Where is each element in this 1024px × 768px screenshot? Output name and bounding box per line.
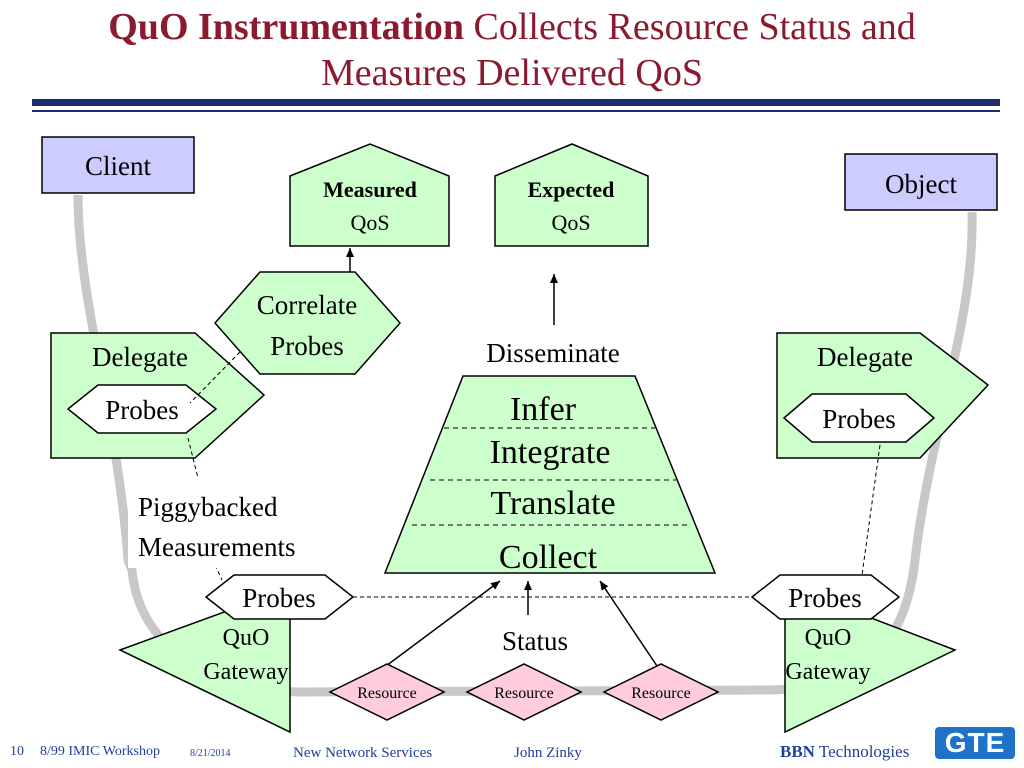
- delegate-right: Delegate Probes: [776, 332, 990, 459]
- footer-company: BBN Technologies: [780, 742, 909, 762]
- probes-right-label: Probes: [788, 583, 862, 613]
- measured-qos-bold: Measured: [323, 177, 417, 202]
- client-label: Client: [85, 151, 151, 181]
- gateway-left: QuO Gateway: [118, 586, 291, 734]
- title-rule-thick: [32, 99, 1000, 106]
- probes-right-node: Probes: [750, 574, 901, 620]
- delegate-right-label: Delegate: [817, 342, 913, 372]
- title-rest-line1: Collects Resource Status and: [464, 6, 916, 48]
- resource-2-label: Resource: [494, 685, 554, 702]
- status-label: Status: [502, 626, 568, 656]
- correlate-probes-node: Correlate Probes: [213, 271, 402, 375]
- piggyback-line1: Piggybacked: [138, 492, 278, 522]
- expected-qos-bold: Expected: [528, 177, 615, 202]
- disseminate-label: Disseminate: [486, 338, 619, 368]
- probes-left-node: Probes: [204, 574, 355, 620]
- expected-qos-node: Expected QoS: [494, 143, 649, 247]
- measured-qos-normal: QoS: [350, 210, 389, 235]
- resource-1: Resource: [328, 663, 446, 721]
- title-rule-thin: [32, 110, 1000, 112]
- object-label: Object: [885, 169, 957, 199]
- piggyback-line2: Measurements: [138, 532, 295, 562]
- resource-2: Resource: [465, 663, 583, 721]
- gateway-left-line1: QuO: [223, 625, 270, 651]
- resource-3-label: Resource: [631, 685, 691, 702]
- delegate-left: Delegate Probes: [50, 332, 266, 459]
- resource1-arrow: [385, 580, 501, 667]
- gateway-right-line1: QuO: [805, 625, 852, 651]
- gateway-left-line2: Gateway: [203, 659, 288, 685]
- footer-date: 8/21/2014: [190, 748, 231, 759]
- probe-link-correlate: [189, 351, 241, 404]
- layer-translate: Translate: [490, 485, 615, 522]
- delegate-left-probes: Probes: [105, 395, 179, 425]
- footer-page: 10: [10, 744, 24, 759]
- layer-collect: Collect: [499, 539, 598, 576]
- footer-company-rest: Technologies: [814, 742, 910, 761]
- delegate-right-probes: Probes: [822, 404, 896, 434]
- correlate-line2: Probes: [270, 331, 344, 361]
- object-box: Object: [844, 153, 998, 211]
- slide-title: QuO Instrumentation Collects Resource St…: [0, 4, 1024, 96]
- expected-qos-normal: QoS: [551, 210, 590, 235]
- probe-link-delegate-right: [861, 444, 881, 576]
- resource3-arrow: [599, 580, 658, 667]
- title-bold: QuO Instrumentation: [108, 6, 465, 48]
- footer-center: New Network Services: [293, 745, 433, 761]
- probes-left-label: Probes: [242, 583, 316, 613]
- delegate-left-label: Delegate: [92, 342, 188, 372]
- resource-3: Resource: [602, 663, 720, 721]
- gateway-right-line2: Gateway: [785, 659, 870, 685]
- layer-integrate: Integrate: [490, 434, 611, 471]
- delegate-right-probes-shape: [782, 393, 936, 443]
- client-box: Client: [41, 136, 195, 194]
- footer-author: John Zinky: [514, 745, 582, 761]
- delegate-left-probes-shape: [66, 384, 218, 434]
- gateway-right: QuO Gateway: [784, 583, 957, 734]
- measured-qos-node: Measured QoS: [289, 143, 450, 247]
- layer-infer: Infer: [510, 391, 577, 428]
- resource-1-label: Resource: [357, 685, 417, 702]
- footer-event: 8/99 IMIC Workshop: [40, 744, 160, 759]
- footer-company-bold: BBN: [780, 742, 815, 761]
- processing-stack: Infer Integrate Translate Collect: [383, 375, 717, 576]
- piggyback-bg: [128, 488, 338, 568]
- gte-logo: GTE: [935, 727, 1015, 759]
- title-line2: Measures Delivered QoS: [320, 52, 703, 94]
- correlate-line1: Correlate: [257, 290, 357, 320]
